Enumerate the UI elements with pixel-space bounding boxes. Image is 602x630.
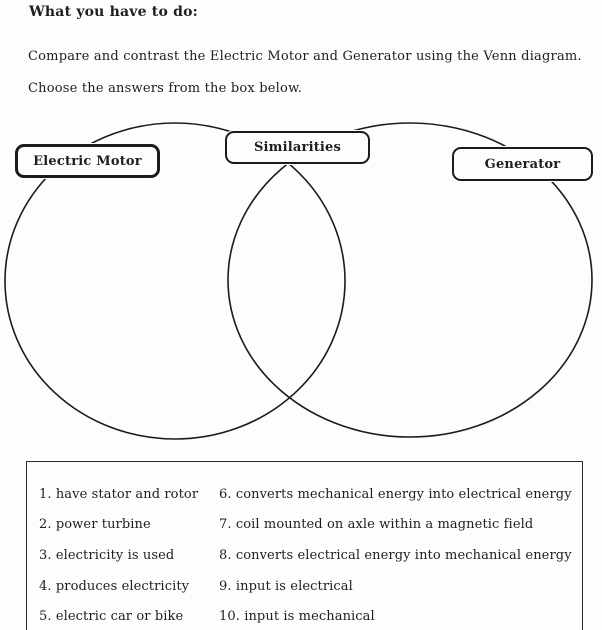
answer-item-7: 7. coil mounted on axle within a magneti… — [219, 517, 534, 533]
answer-row: 4. produces electricity 9. input is elec… — [39, 571, 582, 602]
answer-item-4: 4. produces electricity — [39, 578, 190, 594]
answer-item-2: 2. power turbine — [39, 517, 151, 533]
generator-label: Generator — [484, 156, 561, 172]
similarities-label: Similarities — [253, 140, 342, 155]
electric-motor-label-box: Electric Motor — [15, 144, 160, 178]
answer-row: 2. power turbine 7. coil mounted on axle… — [39, 510, 582, 541]
instruction-line-2: Choose the answers from the box below. — [28, 81, 303, 96]
venn-right-circle — [227, 122, 593, 438]
answer-row: 1. have stator and rotor 6. converts mec… — [39, 479, 582, 510]
similarities-label-box: Similarities — [225, 131, 370, 164]
generator-label-box: Generator — [452, 147, 593, 181]
task-heading: What you have to do: — [29, 4, 198, 20]
answer-choices-box: 1. have stator and rotor 6. converts mec… — [26, 461, 583, 630]
venn-left-circle — [4, 122, 346, 440]
answer-item-9: 9. input is electrical — [219, 578, 353, 594]
answer-item-3: 3. electricity is used — [39, 547, 175, 563]
electric-motor-label: Electric Motor — [33, 153, 142, 169]
answer-item-1: 1. have stator and rotor — [39, 486, 199, 502]
answer-item-8: 8. converts electrical energy into mecha… — [219, 547, 572, 563]
answer-row: 3. electricity is used 8. converts elect… — [39, 540, 582, 571]
answer-item-6: 6. converts mechanical energy into elect… — [219, 486, 572, 502]
answer-item-10: 10. input is mechanical — [219, 609, 375, 625]
answer-row: 5. electric car or bike 10. input is mec… — [39, 601, 582, 630]
answer-item-5: 5. electric car or bike — [39, 609, 184, 625]
instruction-line-1: Compare and contrast the Electric Motor … — [28, 49, 582, 64]
